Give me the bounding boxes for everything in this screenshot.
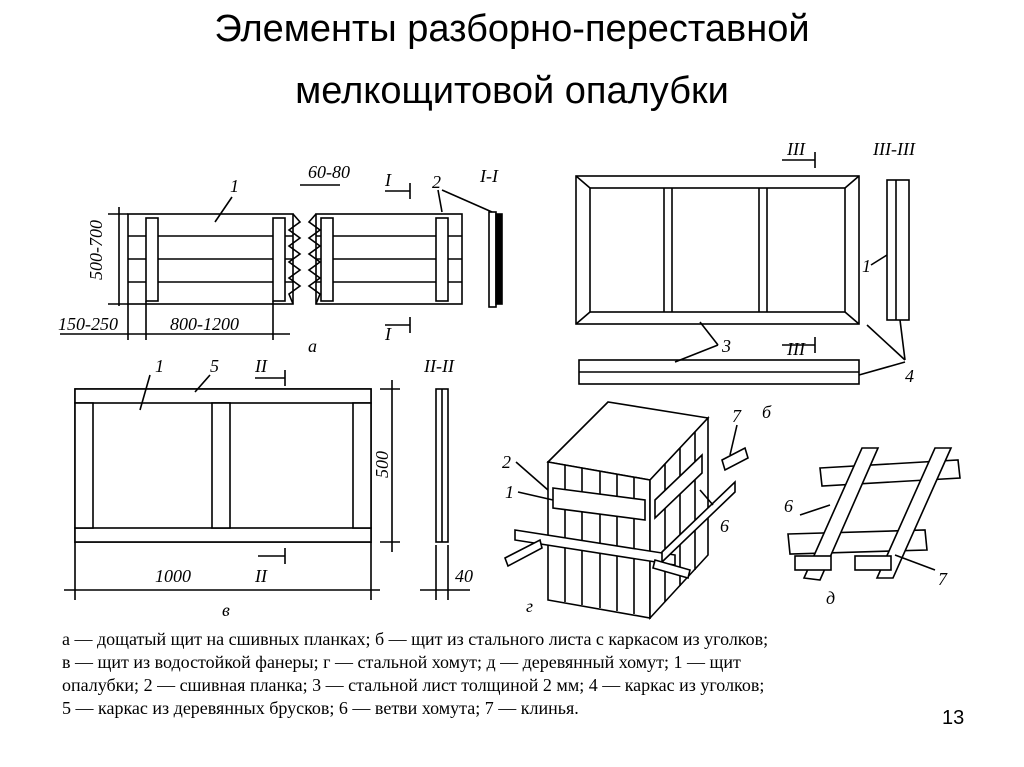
section-label-II-II: II-II (423, 356, 455, 376)
dim-1000: 1000 (155, 566, 191, 586)
drawing-b-steel-board (575, 152, 910, 385)
callout-1-a: 1 (230, 176, 239, 196)
dim-500: 500 (372, 451, 392, 478)
callout-4: 4 (905, 366, 914, 386)
callout-2-g: 2 (502, 452, 511, 472)
section-mark-II-top: II (254, 356, 268, 376)
caption-line-3: опалубки; 2 — сшивная планка; 3 — стальн… (62, 675, 765, 695)
drawing-a-plank-board (60, 183, 503, 340)
section-mark-III-bottom: III (786, 339, 806, 359)
callout-6-g: 6 (720, 516, 729, 536)
figure-caption: а — дощатый щит на сшивных планках; б — … (62, 628, 962, 720)
caption-line-4: 5 — каркас из деревянных брусков; 6 — ве… (62, 698, 579, 718)
callout-3: 3 (721, 336, 731, 356)
slide-title-line-1: Элементы разборно-переставной (214, 8, 810, 50)
dim-800-1200: 800-1200 (170, 314, 239, 334)
dim-500-700: 500-700 (86, 220, 106, 280)
section-label-I-I: I-I (479, 166, 499, 186)
callout-2-a: 2 (432, 172, 441, 192)
formwork-drawing: 500-700 60-80 150-250 800-1200 1 2 I-I I… (58, 139, 961, 621)
caption-line-1: а — дощатый щит на сшивных планках; б — … (62, 629, 769, 649)
letter-a: а (308, 336, 317, 356)
section-mark-I-top: I (384, 170, 392, 190)
caption-line-2: в — щит из водостойкой фанеры; г — сталь… (62, 652, 741, 672)
callout-7-d: 7 (938, 569, 948, 589)
callout-6-d: 6 (784, 496, 793, 516)
dim-40: 40 (455, 566, 473, 586)
section-mark-III-top: III (786, 139, 806, 159)
callout-1-g: 1 (505, 482, 514, 502)
page-number: 13 (942, 707, 965, 729)
callout-5: 5 (210, 356, 219, 376)
section-mark-I-bottom: I (384, 324, 392, 344)
letter-v: в (222, 600, 230, 620)
slide-title-line-2: мелкощитовой опалубки (295, 70, 729, 112)
letter-d: д (826, 588, 835, 608)
section-mark-II-bottom: II (254, 566, 268, 586)
dim-150-250: 150-250 (58, 314, 118, 334)
section-label-III-III: III-III (872, 139, 916, 159)
drawing-d-wooden-clamp (787, 447, 961, 581)
callout-1-b: 1 (862, 256, 871, 276)
dim-60-80: 60-80 (308, 162, 350, 182)
drawing-g-steel-clamp (504, 401, 749, 621)
drawing-v-plywood-board (64, 370, 470, 600)
letter-b: б (762, 402, 772, 422)
letter-g: г (526, 596, 533, 616)
callout-7-g: 7 (732, 406, 742, 426)
callout-1-v: 1 (155, 356, 164, 376)
